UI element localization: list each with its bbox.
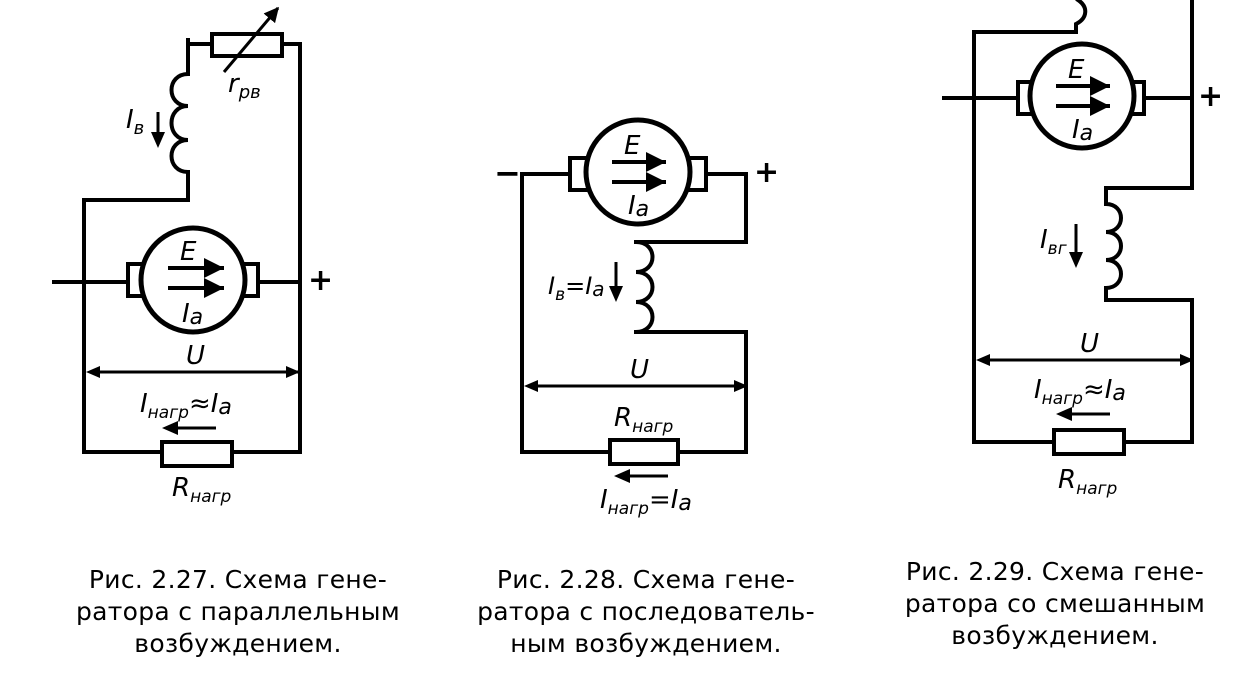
caption-line: возбуждением.	[134, 629, 342, 658]
rheostat-top-wire	[82, 42, 302, 454]
minus-sign: −	[940, 78, 967, 116]
shunt-field-coil	[169, 71, 191, 175]
armature-current-label: Ia	[1072, 115, 1093, 146]
series-circuit-wire	[520, 172, 748, 454]
series-field-current-label: Iвг	[1040, 225, 1067, 259]
armature	[1027, 41, 1137, 151]
emf-label: E	[180, 237, 197, 267]
load-current-label: Iнагр=Ia	[600, 485, 692, 519]
load-resistor	[160, 440, 234, 468]
caption-line: ным возбуждением.	[510, 629, 782, 658]
figure-2-27-caption: Рис. 2.27. Схема гене- ратора с параллел…	[58, 564, 418, 660]
caption-line: возбуждением.	[951, 621, 1159, 650]
caption-line: ратора с последователь-	[477, 597, 815, 626]
series-field-coil	[1104, 186, 1123, 302]
load-resistor-label: Rнагр	[1058, 465, 1118, 499]
figure-2-28-caption: Рис. 2.28. Схема гене- ратора с последов…	[466, 564, 826, 660]
armature-current-label: Ia	[628, 191, 649, 222]
emf-label: E	[1068, 55, 1085, 85]
caption-line: ратора с параллельным	[75, 597, 401, 626]
figure-2-29-caption: Рис. 2.29. Схема гене- ратора со смешанн…	[882, 556, 1228, 652]
field-current-label: Iв	[126, 105, 144, 139]
armature	[138, 225, 248, 335]
armature-current-label: Ia	[182, 299, 203, 330]
voltage-label: U	[1080, 329, 1099, 359]
caption-line: Рис. 2.28. Схема гене-	[496, 565, 796, 594]
plus-sign: +	[1198, 79, 1223, 114]
series-field-coil	[633, 239, 655, 335]
plus-sign: +	[754, 155, 779, 190]
load-current-label: Iнагр≈Ia	[1034, 375, 1126, 409]
voltage-label: U	[186, 341, 205, 371]
load-resistor	[608, 438, 680, 466]
emf-label: E	[624, 131, 641, 161]
field-current-label: Iв=Ia	[548, 272, 605, 305]
voltage-label: U	[630, 355, 649, 385]
load-resistor	[1052, 428, 1126, 456]
figure-2-28-schematic: − + E Ia Iв=Ia U Rнагр Iнагр=Ia	[494, 117, 779, 519]
caption-line: Рис. 2.29. Схема гене-	[905, 557, 1205, 586]
figure-2-27-schematic: − + E Ia Iв rрв U Iнагр≈Ia Rнагр	[52, 6, 333, 507]
armature	[583, 117, 693, 227]
plus-sign: +	[308, 263, 333, 298]
minus-sign: −	[52, 262, 79, 300]
rheostat-arrow	[222, 6, 280, 73]
load-current-label: Iнагр≈Ia	[140, 389, 232, 423]
figure-2-29-schematic: − + E Ia Iвг U Iнагр≈Ia Rнагр	[940, 0, 1223, 499]
minus-sign: −	[494, 154, 521, 192]
caption-line: ратора со смешанным	[904, 589, 1206, 618]
caption-line: Рис. 2.27. Схема гене-	[88, 565, 388, 594]
load-resistor-label: Rнагр	[614, 403, 674, 437]
load-resistor-label: Rнагр	[172, 473, 232, 507]
rheostat-label: rрв	[228, 69, 261, 103]
